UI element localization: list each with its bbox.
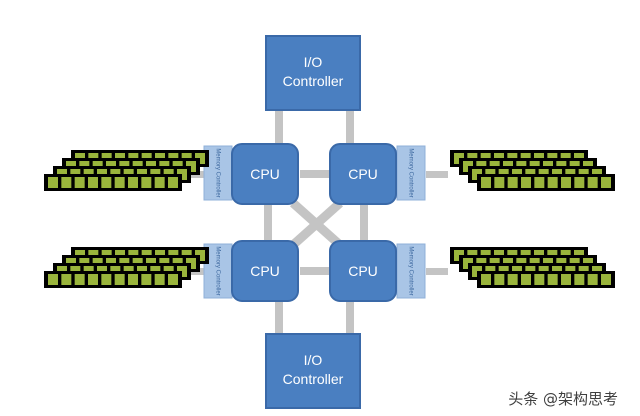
dimm-chip (587, 274, 598, 285)
dimm-chip (154, 177, 165, 188)
cpu-node-top-left: Memory Controller CPU (203, 143, 299, 205)
dimm-chip (481, 274, 491, 285)
dimm-bank-top-left (44, 150, 209, 191)
io-bottom-label-line1: I/O (304, 352, 323, 368)
dimm-chip (507, 177, 518, 188)
dimm-chip (521, 274, 531, 285)
memory-controller-bl-label: Memory Controller (214, 246, 220, 295)
dimm-chip (534, 177, 545, 188)
cpu-br-label: CPU (348, 263, 378, 279)
dimm-chip (141, 274, 152, 285)
cross-links (290, 199, 343, 249)
dimm-chip (154, 274, 165, 285)
link-mem-tr (426, 171, 448, 178)
cpu-node-bottom-right: Memory Controller CPU (329, 240, 426, 302)
link-cpu-bl-br (300, 267, 338, 275)
cpu-tl-label: CPU (250, 166, 280, 182)
io-top-label-line2: Controller (283, 73, 344, 89)
dimm-chip (547, 177, 558, 188)
dimm-chip (61, 177, 72, 188)
dimm-chip (534, 274, 545, 285)
dimm-module (477, 271, 615, 288)
cpu-box-tl (231, 143, 299, 205)
dimm-chip (494, 177, 505, 188)
cpu-tr-label: CPU (348, 166, 378, 182)
io-top-label-line1: I/O (304, 54, 323, 70)
dimm-bank-bottom-right (450, 247, 615, 288)
cpu-node-top-right: Memory Controller CPU (329, 143, 426, 205)
dimm-chip (101, 177, 112, 188)
dimm-bank-bottom-left (44, 247, 209, 288)
dimm-chip (114, 177, 125, 188)
dimm-module (44, 271, 182, 288)
cpu-box-bl (231, 240, 299, 302)
dimm-chip (128, 274, 138, 285)
interconnect-links (183, 108, 448, 336)
dimm-chip (128, 177, 138, 188)
io-controller-top: I/O Controller (265, 35, 361, 111)
dimm-chip (494, 274, 505, 285)
cpu-bl-label: CPU (250, 263, 280, 279)
cpu-box-tr (329, 143, 397, 205)
dimm-chip (61, 274, 72, 285)
dimm-chip (88, 177, 98, 188)
dimm-chip (587, 177, 598, 188)
dimm-chip (561, 274, 571, 285)
dimm-chip (168, 274, 178, 285)
link-io-top-cpu-tl (275, 108, 283, 148)
dimm-module (44, 174, 182, 191)
dimm-chip (48, 274, 58, 285)
dimm-chip (521, 177, 531, 188)
memory-controller-tr (396, 145, 426, 201)
io-bottom-label-line2: Controller (283, 371, 344, 387)
cpu-box-br (329, 240, 397, 302)
dimm-chip (48, 177, 58, 188)
cpu-node-bottom-left: Memory Controller CPU (203, 240, 299, 302)
memory-controller-tl-label: Memory Controller (214, 148, 220, 197)
memory-controller-br (396, 243, 426, 299)
dimm-chip (601, 274, 611, 285)
dimm-chip (74, 177, 85, 188)
dimm-chip (574, 274, 585, 285)
dimm-chip (561, 177, 571, 188)
watermark-text: 头条 @架构思考 (508, 390, 618, 408)
dimm-chip (88, 274, 98, 285)
memory-controller-br-label: Memory Controller (407, 246, 413, 295)
dimm-chip (114, 274, 125, 285)
link-cpu-tl-tr (300, 170, 338, 178)
dimm-chip (547, 274, 558, 285)
link-cpu-tr-bl (290, 199, 343, 249)
link-io-bottom-cpu-bl (275, 296, 283, 336)
dimm-chip (481, 177, 491, 188)
dimm-chip (507, 274, 518, 285)
link-cpu-tl-bl (264, 205, 272, 241)
dimm-chip (101, 274, 112, 285)
io-controller-bottom: I/O Controller (265, 333, 361, 409)
link-io-top-cpu-tr (346, 108, 354, 148)
dimm-module (477, 174, 615, 191)
dimm-chip (168, 177, 178, 188)
dimm-chip (74, 274, 85, 285)
link-cpu-tr-br (360, 205, 368, 241)
memory-controller-tr-label: Memory Controller (407, 148, 413, 197)
dimm-chip (574, 177, 585, 188)
dimm-chip (601, 177, 611, 188)
dimm-chip (141, 177, 152, 188)
dimm-bank-top-right (450, 150, 615, 191)
link-mem-br (426, 268, 448, 275)
link-io-bottom-cpu-br (346, 296, 354, 336)
